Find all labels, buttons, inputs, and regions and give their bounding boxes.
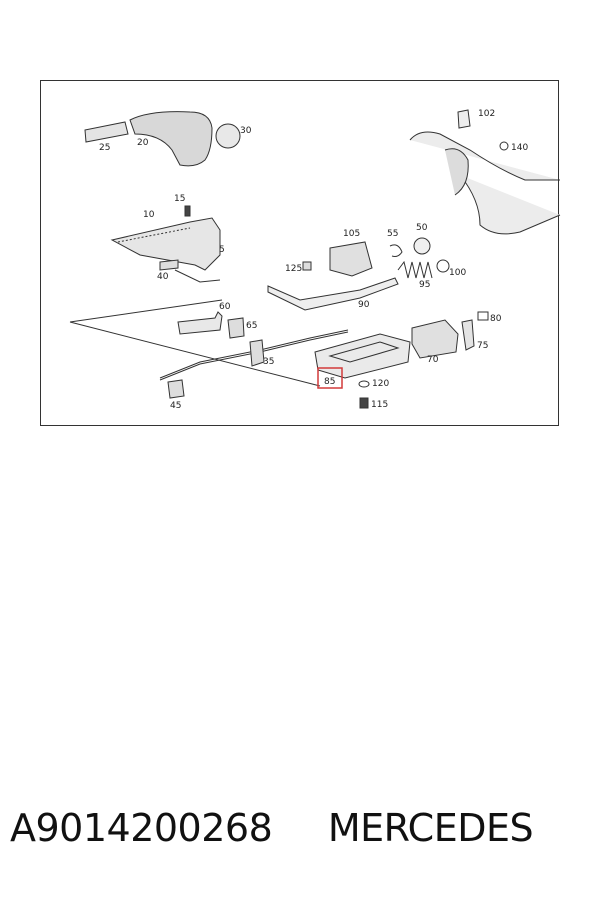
diagram-frame (40, 80, 559, 426)
label-115[interactable]: 115 (371, 400, 388, 410)
label-40[interactable]: 40 (157, 272, 169, 282)
label-105[interactable]: 105 (343, 229, 360, 239)
label-25[interactable]: 25 (99, 143, 110, 153)
label-75[interactable]: 75 (477, 341, 488, 351)
label-102[interactable]: 102 (478, 109, 495, 119)
label-95[interactable]: 95 (419, 280, 430, 290)
label-55[interactable]: 55 (387, 229, 398, 239)
highlight-box-85[interactable] (317, 367, 343, 389)
part-140-nut[interactable] (499, 141, 509, 151)
label-45[interactable]: 45 (170, 401, 181, 411)
steering-column (409, 131, 561, 235)
brand-name: MERCEDES (327, 806, 534, 850)
label-70[interactable]: 70 (427, 355, 439, 365)
label-15[interactable]: 15 (174, 194, 185, 204)
part-102-clip[interactable] (457, 109, 471, 129)
part-40-bolt[interactable] (159, 259, 179, 271)
label-90[interactable]: 90 (358, 300, 370, 310)
label-35[interactable]: 35 (263, 357, 274, 367)
label-30[interactable]: 30 (240, 126, 252, 136)
label-100[interactable]: 100 (449, 268, 466, 278)
part-125-nut[interactable] (302, 261, 312, 271)
label-120[interactable]: 120 (372, 379, 389, 389)
label-125[interactable]: 125 (285, 264, 302, 274)
part-75-bracket[interactable] (461, 319, 475, 351)
label-85[interactable]: 85 (324, 377, 335, 387)
label-50[interactable]: 50 (416, 223, 428, 233)
label-60[interactable]: 60 (219, 302, 231, 312)
label-20[interactable]: 20 (137, 138, 149, 148)
part-60-bracket[interactable] (177, 311, 223, 335)
part-70-module[interactable] (411, 319, 459, 359)
label-140[interactable]: 140 (511, 143, 528, 153)
part-100-ring[interactable] (436, 259, 450, 273)
part-25-grip[interactable] (84, 121, 129, 143)
part-105-bracket[interactable] (329, 241, 373, 277)
part-50-ring[interactable] (413, 237, 431, 255)
part-15-bolt[interactable] (184, 205, 191, 217)
label-80[interactable]: 80 (490, 314, 502, 324)
part-55-clip[interactable] (389, 244, 403, 257)
part-20-lever-cover[interactable] (129, 111, 213, 167)
label-10[interactable]: 10 (143, 210, 155, 220)
part-5-bracket[interactable] (110, 217, 221, 271)
part-number: A9014200268 (10, 806, 273, 850)
part-30-cap[interactable] (215, 123, 241, 149)
part-95-spring[interactable] (397, 260, 433, 279)
part-65-clip[interactable] (227, 317, 245, 339)
label-5[interactable]: 5 (219, 245, 225, 255)
part-115-bolt[interactable] (359, 397, 369, 409)
part-80-bolt[interactable] (477, 311, 489, 321)
caption: A9014200268 MERCEDES (10, 806, 590, 856)
part-90-linkage[interactable] (267, 277, 399, 311)
label-65[interactable]: 65 (246, 321, 257, 331)
part-45-bracket[interactable] (167, 379, 185, 399)
part-120-washer[interactable] (358, 380, 370, 388)
